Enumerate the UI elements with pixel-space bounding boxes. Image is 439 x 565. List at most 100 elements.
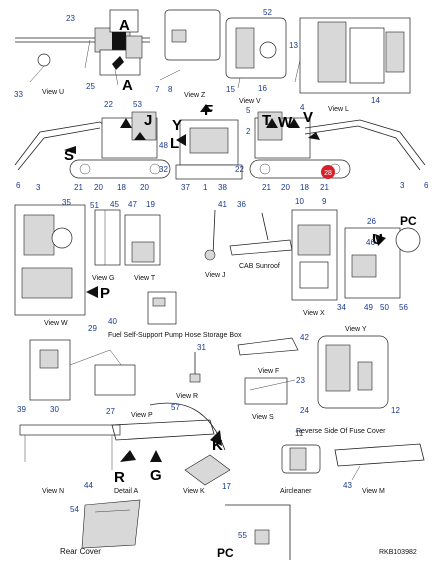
callout-18-right: 18 (300, 183, 309, 192)
callout-30: 30 (50, 405, 59, 414)
callout-22-center: 22 (235, 165, 244, 174)
excavator-right-drawing (249, 111, 426, 179)
callout-34: 34 (337, 303, 346, 312)
letter-j: J (144, 112, 152, 129)
callout-4: 4 (300, 103, 305, 112)
callout-32: 32 (159, 165, 168, 174)
view-s-caption: View S (252, 414, 274, 421)
callout-54: 54 (70, 505, 79, 514)
excavator-left-drawing (14, 111, 171, 179)
callout-20-left-b: 20 (140, 183, 149, 192)
callout-29: 29 (88, 324, 97, 333)
arrow-u-icon (375, 234, 386, 246)
view-w-caption: View W (44, 320, 68, 327)
callout-44: 44 (84, 481, 93, 490)
callout-57: 57 (171, 403, 180, 412)
rear-cover-caption: Rear Cover (60, 547, 101, 556)
callout-2: 2 (246, 127, 251, 136)
callout-1: 1 (203, 183, 208, 192)
view-k-drawing (184, 454, 231, 486)
callout-51: 51 (90, 201, 99, 210)
arrow-v-icon (308, 132, 320, 140)
arrow-k-icon (210, 430, 222, 446)
view-f-drawing (237, 337, 299, 356)
detail-a-drawing (111, 402, 226, 462)
callout-21-right-b: 21 (320, 183, 329, 192)
callout-22-left: 22 (104, 100, 113, 109)
fuel-pump-box-drawing (147, 291, 177, 325)
arrow-icon (120, 118, 132, 128)
callout-21-left: 21 (74, 183, 83, 192)
view-t-drawing (124, 214, 161, 266)
callout-55: 55 (238, 531, 247, 540)
view-v-caption: View V (239, 98, 261, 105)
letter-g: G (150, 467, 162, 484)
callout-17: 17 (222, 482, 231, 491)
letter-a-lower: A (122, 77, 133, 94)
detail-a-caption: Detail A (114, 488, 138, 495)
callout-52: 52 (263, 8, 272, 17)
callout-43: 43 (343, 481, 352, 490)
callout-49: 49 (364, 303, 373, 312)
callout-23-s: 23 (296, 376, 305, 385)
view-s-drawing (244, 377, 296, 405)
callout-14: 14 (371, 96, 380, 105)
callout-16: 16 (258, 84, 267, 93)
callout-39: 39 (17, 405, 26, 414)
view-v-drawing (225, 17, 287, 89)
pc-label-bottom: PC (217, 546, 234, 560)
arrow-g-icon (150, 450, 162, 462)
callout-26: 26 (367, 217, 376, 226)
callout-36: 36 (237, 200, 246, 209)
letter-k: K (212, 437, 223, 454)
callout-23: 23 (66, 14, 75, 23)
view-y-caption: View Y (345, 326, 367, 333)
drawing-number: RKB103982 (379, 549, 417, 556)
arrow-f-icon (200, 104, 212, 112)
callout-12: 12 (391, 406, 400, 415)
callout-37: 37 (181, 183, 190, 192)
view-m-caption: View M (362, 488, 385, 495)
callout-11: 11 (295, 429, 304, 438)
callout-20-right: 20 (281, 183, 290, 192)
letter-t: T (262, 112, 271, 129)
callout-48: 48 (159, 141, 168, 150)
callout-40: 40 (108, 317, 117, 326)
arrow-r-icon (120, 450, 136, 462)
callout-9: 9 (322, 197, 327, 206)
callout-25: 25 (86, 82, 95, 91)
callout-45: 45 (110, 200, 119, 209)
arrow-p-icon (86, 286, 98, 298)
arrow-icon (134, 132, 146, 140)
arrow-y-icon (176, 134, 186, 146)
view-w-drawing (14, 204, 98, 316)
pc-label-top: PC (400, 214, 417, 228)
fuel-pump-caption: Fuel Self-Support Pump Hose Storage Box (108, 332, 242, 339)
callout-13: 13 (289, 41, 298, 50)
callout-31: 31 (197, 343, 206, 352)
pc-detail-drawing (344, 227, 421, 299)
view-r-drawing (189, 352, 201, 383)
arrow-w-icon (288, 118, 300, 128)
callout-56: 56 (399, 303, 408, 312)
callout-5: 5 (246, 106, 251, 115)
fuse-cover-caption: Reverse Side Of Fuse Cover (296, 428, 386, 435)
view-z-caption: View Z (184, 92, 206, 99)
callout-15: 15 (226, 85, 235, 94)
arrow-a-icon (112, 56, 124, 70)
view-l-drawing (294, 17, 411, 94)
callout-7: 7 (155, 85, 160, 94)
aircleaner-caption: Aircleaner (280, 488, 312, 495)
view-39-30-drawing (29, 339, 136, 401)
callout-6-right: 6 (424, 181, 429, 190)
callout-18-left: 18 (117, 183, 126, 192)
callout-8: 8 (168, 85, 173, 94)
view-j-caption: View J (205, 272, 226, 279)
callout-27: 27 (106, 407, 115, 416)
excavator-front-drawing (175, 104, 243, 180)
callout-42: 42 (300, 333, 309, 342)
callout-24: 24 (300, 406, 309, 415)
callout-21-right: 21 (262, 183, 271, 192)
view-p-caption: View P (131, 412, 153, 419)
